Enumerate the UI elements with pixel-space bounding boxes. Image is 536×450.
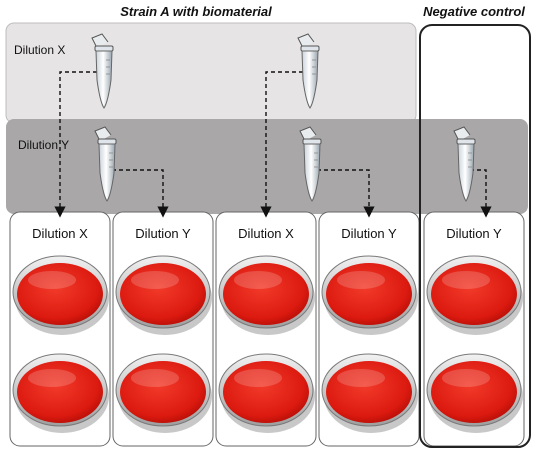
- dilution-x-band-label: Dilution X: [14, 43, 65, 57]
- column-label-5: Dilution Y: [446, 226, 502, 241]
- petri-dish-col3-row2: [218, 353, 315, 433]
- petri-dish-col1-row1: [12, 255, 109, 335]
- column-label-4: Dilution Y: [341, 226, 397, 241]
- column-label-2: Dilution Y: [135, 226, 191, 241]
- tube-dilution-y-1: [94, 126, 117, 202]
- petri-dish-col3-row1: [218, 255, 315, 335]
- transfer-arrows: [54, 71, 492, 218]
- petri-dish-col2-row2: [115, 353, 212, 433]
- petri-dish-col4-row2: [321, 353, 418, 433]
- dilution-x-band: [5, 22, 417, 124]
- tube-dilution-y-neg: [453, 126, 476, 202]
- tubes: [91, 33, 476, 202]
- petri-dish-col2-row1: [115, 255, 212, 335]
- arrow-y-to-col5: [470, 169, 492, 218]
- tube-dilution-x-1: [91, 33, 114, 109]
- negative-control-box: [419, 24, 531, 448]
- petri-dish-col5-row2: [426, 353, 523, 433]
- strain-a-header: Strain A with biomaterial: [120, 4, 272, 19]
- column-label-3: Dilution X: [238, 226, 294, 241]
- column-label-1: Dilution X: [32, 226, 88, 241]
- negative-control-header: Negative control: [423, 4, 525, 19]
- petri-dishes: [12, 255, 523, 433]
- tube-dilution-y-2: [299, 126, 322, 202]
- arrow-x-to-col1: [54, 71, 97, 218]
- petri-dish-col5-row1: [426, 255, 523, 335]
- dilution-y-band: [6, 119, 528, 214]
- dilution-y-band-label: Dilution Y: [18, 138, 69, 152]
- petri-dish-col1-row2: [12, 353, 109, 433]
- arrow-x-to-col3: [260, 71, 303, 218]
- tube-dilution-x-2: [297, 33, 320, 109]
- arrow-y-to-col4: [317, 169, 375, 218]
- arrow-y-to-col2: [112, 169, 169, 218]
- petri-dish-col4-row1: [321, 255, 418, 335]
